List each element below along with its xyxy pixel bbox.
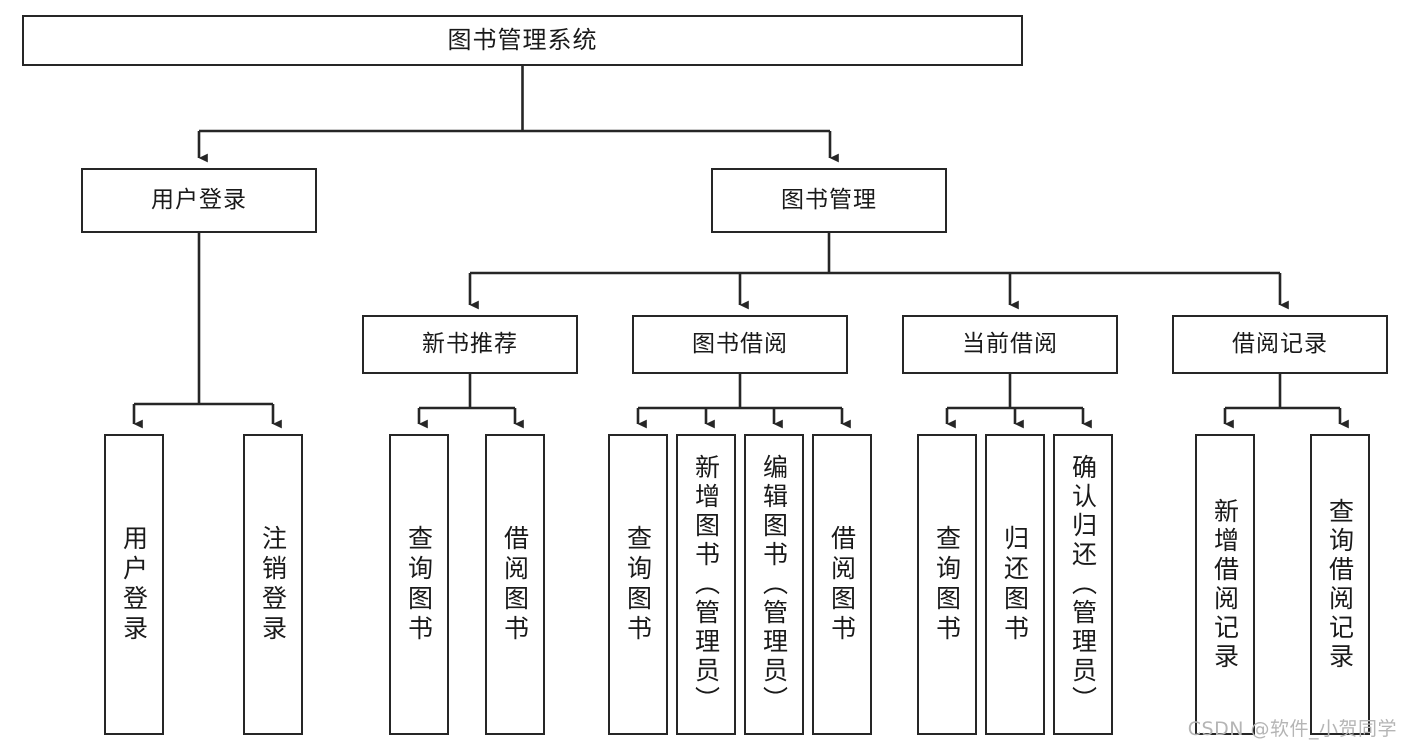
node-new-book-recommend-label: 新书推荐	[422, 330, 518, 357]
leaf-query-record[interactable]: 查询借阅记录	[1310, 434, 1370, 735]
leaf-borrow-book-2[interactable]: 借阅图书	[812, 434, 872, 735]
leaf-borrow-book-2-label: 借阅图书	[827, 524, 857, 645]
node-root[interactable]: 图书管理系统	[22, 15, 1023, 66]
leaf-user-logout-label: 注销登录	[258, 524, 288, 645]
leaf-user-login[interactable]: 用户登录	[104, 434, 164, 735]
leaf-user-logout[interactable]: 注销登录	[243, 434, 303, 735]
leaf-add-record-label: 新增借阅记录	[1210, 497, 1240, 672]
leaf-user-login-label: 用户登录	[119, 524, 149, 645]
node-new-book-recommend[interactable]: 新书推荐	[362, 315, 578, 374]
leaf-add-book-label: 新增图书（管理员）	[691, 454, 721, 715]
node-borrow-record-label: 借阅记录	[1232, 330, 1328, 357]
node-book-borrow-label: 图书借阅	[692, 330, 788, 357]
node-current-borrow-label: 当前借阅	[962, 330, 1058, 357]
leaf-edit-book[interactable]: 编辑图书（管理员）	[744, 434, 804, 735]
leaf-query-book-1-label: 查询图书	[404, 524, 434, 645]
node-book-manage[interactable]: 图书管理	[711, 168, 947, 233]
leaf-query-record-label: 查询借阅记录	[1325, 497, 1355, 672]
leaf-query-book-3-label: 查询图书	[932, 524, 962, 645]
leaf-add-record[interactable]: 新增借阅记录	[1195, 434, 1255, 735]
leaf-confirm-return[interactable]: 确认归还（管理员）	[1053, 434, 1113, 735]
leaf-query-book-3[interactable]: 查询图书	[917, 434, 977, 735]
node-user-login[interactable]: 用户登录	[81, 168, 317, 233]
leaf-add-book[interactable]: 新增图书（管理员）	[676, 434, 736, 735]
leaf-confirm-return-label: 确认归还（管理员）	[1068, 454, 1098, 715]
node-borrow-record[interactable]: 借阅记录	[1172, 315, 1388, 374]
leaf-borrow-book-1[interactable]: 借阅图书	[485, 434, 545, 735]
node-book-borrow[interactable]: 图书借阅	[632, 315, 848, 374]
leaf-return-book[interactable]: 归还图书	[985, 434, 1045, 735]
leaf-edit-book-label: 编辑图书（管理员）	[759, 454, 789, 715]
node-user-login-label: 用户登录	[151, 186, 247, 213]
watermark: CSDN @软件_小贺同学	[1187, 718, 1397, 740]
leaf-query-book-2[interactable]: 查询图书	[608, 434, 668, 735]
leaf-borrow-book-1-label: 借阅图书	[500, 524, 530, 645]
node-book-manage-label: 图书管理	[781, 186, 877, 213]
leaf-return-book-label: 归还图书	[1000, 524, 1030, 645]
node-root-label: 图书管理系统	[447, 26, 598, 55]
leaf-query-book-1[interactable]: 查询图书	[389, 434, 449, 735]
leaf-query-book-2-label: 查询图书	[623, 524, 653, 645]
node-current-borrow[interactable]: 当前借阅	[902, 315, 1118, 374]
